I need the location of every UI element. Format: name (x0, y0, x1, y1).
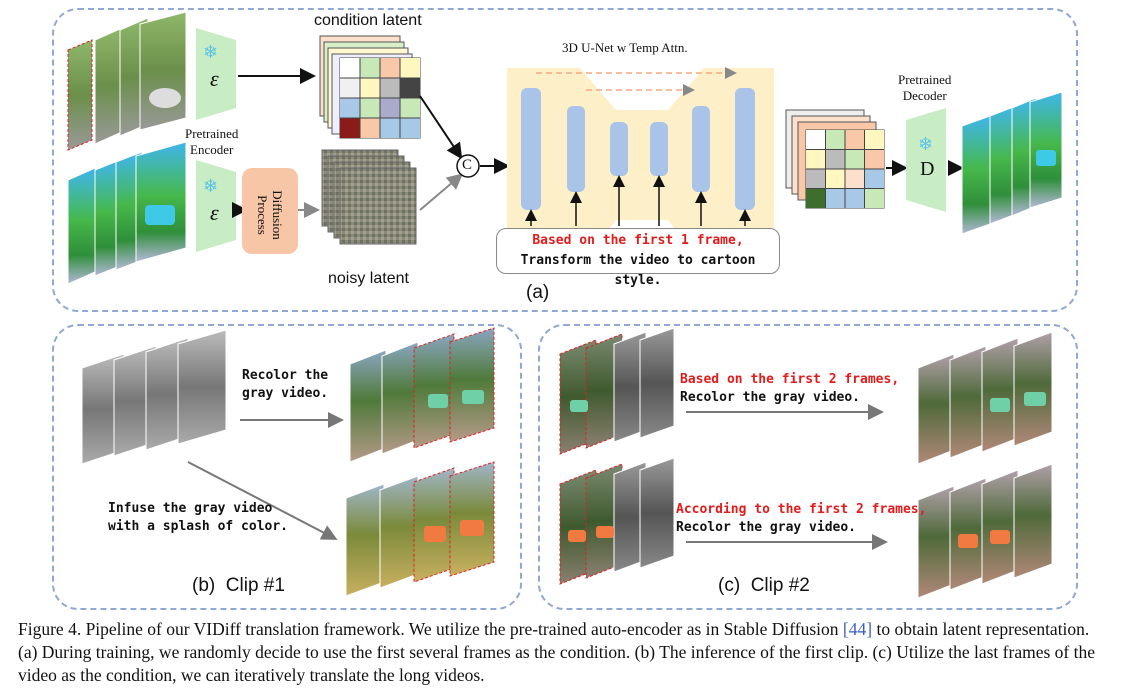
prompt-c1-line2: Recolor the gray video. (680, 390, 861, 405)
prompt-b1-line1: Recolor the (242, 368, 329, 383)
panel-b-diagram (81, 327, 495, 597)
snowflake-icon: ❄ (918, 134, 933, 154)
prompt-box-a: Based on the first 1 frame, Transform th… (496, 228, 780, 288)
output-cartoon-frames (961, 91, 1063, 235)
noisy-latent-label: noisy latent (328, 270, 409, 287)
gray-video-frames (81, 329, 227, 465)
unet-block (567, 106, 585, 192)
panel-b (52, 324, 522, 610)
encoder-top (196, 28, 236, 120)
figure-caption: Figure 4. Pipeline of our VIDiff transla… (18, 618, 1113, 687)
diffusion-process-label: Diffusion Process (255, 190, 285, 240)
splash-color-frames (345, 461, 495, 597)
unet-block (650, 122, 668, 176)
unet-block (692, 106, 710, 192)
panel-c (538, 324, 1078, 610)
concat-label: C (462, 157, 473, 173)
encoder-symbol-top: ε (210, 66, 219, 91)
prompt-c1: Based on the first 2 frames, Recolor the… (680, 371, 899, 407)
input-video-frames (67, 11, 187, 151)
encoder-symbol-bottom: ε (210, 200, 219, 225)
clip2-input-top (559, 327, 675, 455)
prompt-a-line1: Based on the first 1 frame, (532, 233, 744, 248)
diffusion-box (242, 168, 298, 254)
decoder-symbol: D (920, 158, 935, 180)
panel-a (52, 8, 1078, 312)
decoder-label: Pretrained Decoder (898, 72, 952, 103)
prompt-b2-line1: Infuse the gray video (108, 501, 273, 516)
unet-block (610, 122, 628, 176)
cartoon-video-frames (67, 141, 187, 285)
concat-circle-icon (456, 154, 480, 178)
prompt-c2-line2: Recolor the gray video. (676, 520, 857, 535)
snowflake-icon: ❄ (203, 176, 218, 196)
panel-b-label: (b) Clip #1 (192, 575, 285, 596)
noisy-latent-stack (321, 149, 417, 245)
prompt-b1-line2: gray video. (242, 386, 329, 401)
condition-latent-grid (319, 35, 421, 139)
output-latent-grid (785, 109, 885, 209)
clip2-output-bottom (917, 463, 1053, 599)
clip2-output-top (917, 331, 1053, 465)
prompt-b1: Recolor the gray video. (242, 367, 328, 403)
citation-link[interactable]: [44] (842, 619, 873, 639)
unet-block (521, 88, 541, 210)
panel-a-label: (a) (526, 282, 550, 303)
prompt-c1-line1: Based on the first 2 frames, (680, 372, 900, 387)
decoder (906, 108, 946, 212)
condition-latent-label: condition latent (314, 12, 422, 29)
recolored-frames (349, 327, 495, 463)
caption-part2: to obtain latent representation. (a) Dur… (18, 619, 1095, 685)
prompt-a-line2: Transform the video to cartoon style. (520, 253, 756, 288)
encoder-label: Pretrained Encoder (185, 126, 239, 157)
panel-c-diagram (559, 327, 1053, 599)
caption-part1: Figure 4. Pipeline of our VIDiff transla… (18, 619, 843, 639)
clip2-input-bottom (559, 457, 675, 585)
prompt-b2: Infuse the gray video with a splash of c… (108, 500, 288, 536)
snowflake-icon: ❄ (203, 42, 218, 62)
unet-block (735, 88, 755, 210)
prompt-c2: According to the first 2 frames, Recolor… (676, 501, 926, 537)
prompt-b2-line2: with a splash of color. (108, 519, 289, 534)
panel-c-label: (c) Clip #2 (718, 575, 810, 596)
unet-title: 3D U-Net w Temp Attn. (562, 40, 688, 55)
encoder-bottom (196, 160, 236, 252)
panel-a-diagram: ❄ ❄ (67, 11, 1063, 285)
prompt-c2-line1: According to the first 2 frames, (676, 502, 927, 517)
